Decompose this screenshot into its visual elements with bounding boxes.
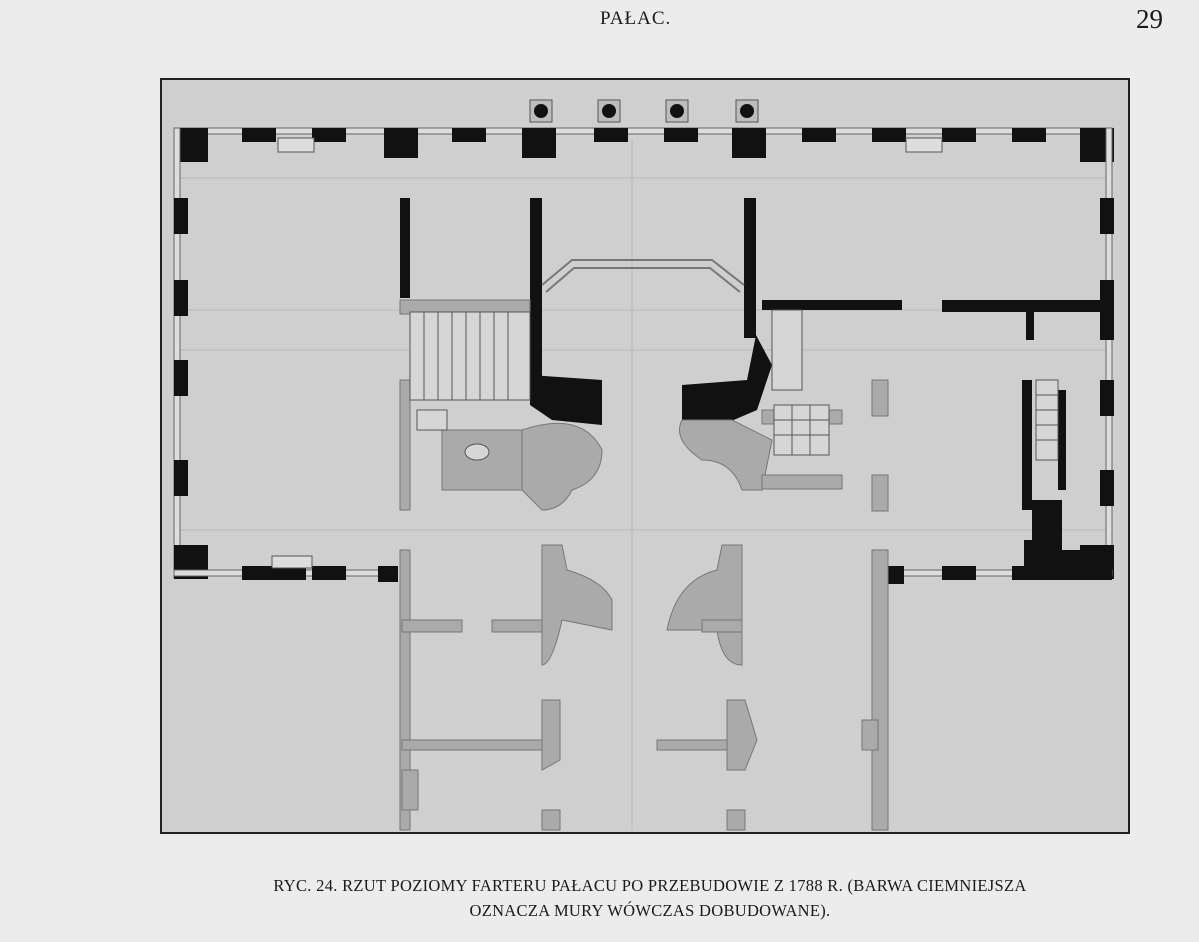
figure-caption: RYC. 24. RZUT POZIOMY FARTERU PAŁACU PO … [110,873,1190,923]
running-title: PAŁAC. [600,8,672,29]
main-staircase [409,311,531,461]
construction-lines [177,140,1112,830]
vestibule-outline [541,259,745,293]
caption-line-2: OZNACZA MURY WÓWCZAS DOBUDOWANE). [469,901,831,920]
running-head: PAŁAC. 29 [0,4,1199,36]
page-number: 29 [1136,4,1163,34]
right-staircase [771,309,1059,461]
portico-columns [529,99,759,123]
floor-plan-drawing [173,99,1114,831]
caption-line-1: RYC. 24. RZUT POZIOMY FARTERU PAŁACU PO … [273,876,1027,895]
outer-walls [173,127,1114,584]
floor-plan-figure [160,78,1130,834]
old-walls [399,299,889,831]
new-walls [400,198,1112,580]
